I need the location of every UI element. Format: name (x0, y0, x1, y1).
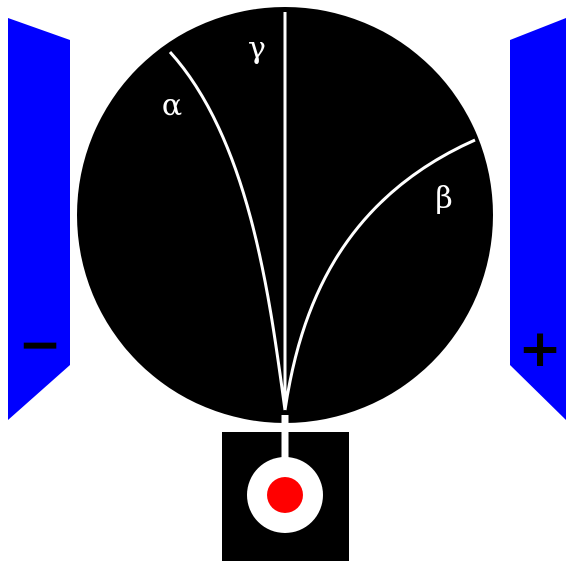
gamma-label: γ (248, 31, 266, 66)
negative-sign: − (18, 315, 62, 375)
beta-label: β (435, 181, 452, 216)
radioactive-source (267, 477, 303, 513)
alpha-label: α (162, 88, 182, 123)
positive-sign: + (518, 319, 562, 379)
